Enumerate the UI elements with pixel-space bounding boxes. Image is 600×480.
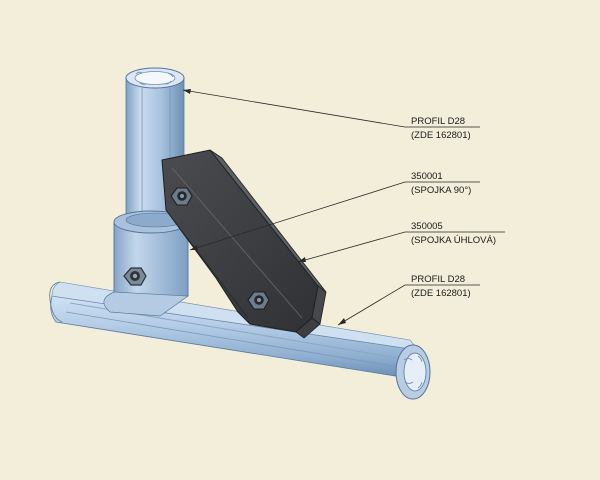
leader-line-3	[297, 231, 505, 263]
bolt-sleeve	[123, 267, 147, 286]
callout-3-code: (SPOJKA ÚHLOVÁ)	[411, 235, 496, 246]
callout-1-part: PROFIL D28	[411, 116, 465, 127]
callout-4: PROFIL D28 (ZDE 162801)	[411, 274, 471, 299]
leader-arrow-2	[190, 245, 198, 250]
leader-line-1	[182, 89, 480, 128]
leader-arrows	[183, 89, 346, 325]
connector-90-sleeve	[103, 210, 190, 317]
callout-1-code: (ZDE 162801)	[411, 130, 471, 141]
leader-arrow-1	[183, 89, 191, 94]
callout-3: 350005 (SPOJKA ÚHLOVÁ)	[411, 221, 496, 246]
callout-1: PROFIL D28 (ZDE 162801)	[411, 116, 471, 141]
leader-line-4	[337, 284, 480, 326]
callout-2-code: (SPOJKA 90°)	[411, 185, 471, 196]
bolt-plate-lower	[247, 291, 270, 310]
callout-4-part: PROFIL D28	[411, 274, 465, 285]
callout-4-code: (ZDE 162801)	[411, 288, 471, 299]
callout-2-part: 350001	[411, 171, 443, 182]
leader-line-2	[189, 181, 480, 251]
bolt-plate-upper	[170, 187, 193, 206]
leader-arrow-4	[338, 318, 346, 325]
leader-lines	[182, 89, 505, 326]
leader-arrow-3	[298, 257, 306, 262]
callout-2: 350001 (SPOJKA 90°)	[411, 171, 471, 196]
angled-connector-plate	[161, 149, 327, 339]
callout-3-part: 350005	[411, 221, 443, 232]
